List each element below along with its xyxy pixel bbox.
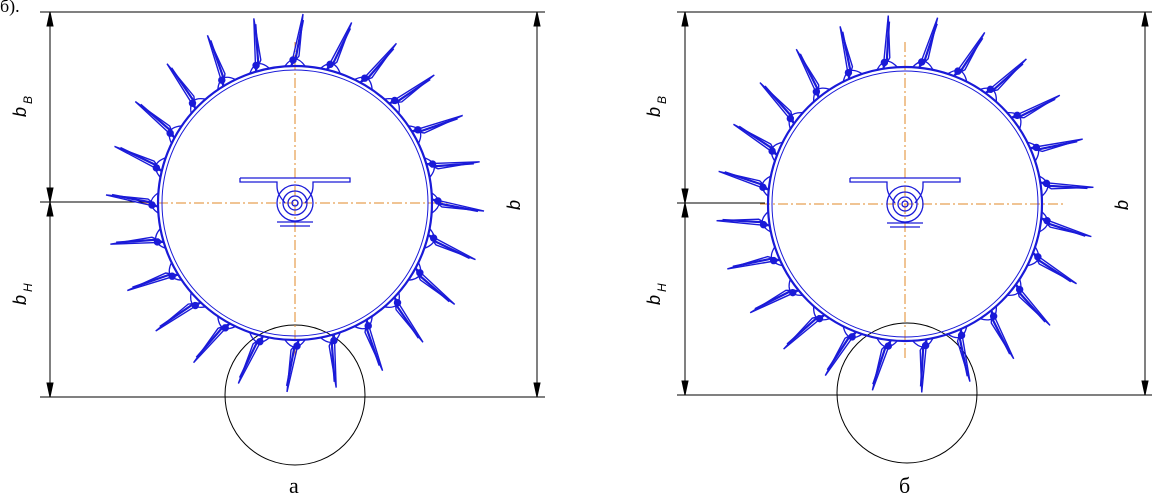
svg-text:В: В [21,96,35,104]
caption-a: а [289,473,299,498]
tooth-b [733,123,783,162]
tooth-a [237,332,270,384]
tooth-b [783,306,830,350]
tooth-b [1027,246,1077,285]
dimension-lines-a [40,11,545,398]
tooth-b [1027,138,1083,162]
rim-a [156,64,434,342]
rim-inner-b [771,70,1039,338]
tooth-a [249,18,270,74]
tooth-a [114,145,166,178]
figure-a: b В b Н b а [10,11,545,498]
tooth-b [1007,94,1061,129]
tooth-a [155,292,206,332]
tooth-a [408,114,463,144]
tooth-a [384,74,435,114]
tooth-a [206,35,236,90]
wheel-b [716,15,1094,393]
centerlines-a [140,42,450,360]
svg-text:b: b [644,107,664,117]
tooth-b [839,26,863,82]
corner-text: б). [0,0,20,17]
svg-text:b: b [644,295,664,305]
tooth-b [749,279,803,314]
tooth-a [284,339,306,393]
tooth-a [127,262,182,292]
ground-circle-b [836,322,978,464]
svg-text:Н: Н [21,283,35,292]
tooth-b [795,48,830,102]
tooth-b [1007,279,1051,326]
tooth-b [912,17,939,70]
tooth-b [718,170,771,197]
svg-text:b: b [1112,200,1132,210]
tooth-b [871,338,898,391]
tooth-b [980,306,1015,360]
tooth-a [320,332,341,388]
tooth-a [354,42,397,90]
tooth-b [727,246,783,270]
centerlines-b [760,42,1065,360]
tooth-a [424,157,480,178]
tooth-b [1039,175,1094,197]
hub-a [239,177,351,227]
svg-text:b: b [504,200,524,210]
rim-inner-a [161,69,429,337]
dimension-lines-b [677,11,1152,396]
tooth-a [424,228,476,261]
svg-text:b: b [10,295,30,305]
caption-b: б [899,473,910,498]
tooth-b [980,58,1027,102]
tooth-a [284,13,306,67]
tooth-a [408,262,456,305]
tooth-a [384,292,424,343]
label-b-lower-b: b Н [644,283,669,305]
tooth-b [824,326,863,376]
tooth-a [134,101,182,144]
label-b-upper-b: b В [644,96,669,117]
figure-b: b В b Н b б [644,11,1152,498]
rim-b [766,65,1044,343]
tooth-a [431,192,485,214]
tooth-a [110,228,166,249]
tooth-b [947,32,986,82]
tooth-a [193,316,236,364]
tooth-a [105,192,159,214]
tooth-b [1039,211,1092,238]
hub-b [849,177,961,228]
label-b-total-b: b [1112,200,1132,210]
svg-text:b: b [10,107,30,117]
label-b-total-a: b [504,200,524,210]
tooth-b [947,326,971,382]
tooth-a [166,63,206,114]
tooth-b [759,82,803,129]
svg-text:В: В [655,96,669,104]
tooth-b [912,338,934,393]
wheel-a [105,13,485,393]
tooth-a [354,316,384,371]
label-b-upper-a: b В [10,96,35,117]
tooth-a [320,22,353,74]
tooth-b [716,211,771,233]
tooth-b [876,15,898,70]
label-b-lower-a: b Н [10,283,35,305]
svg-text:Н: Н [655,283,669,292]
